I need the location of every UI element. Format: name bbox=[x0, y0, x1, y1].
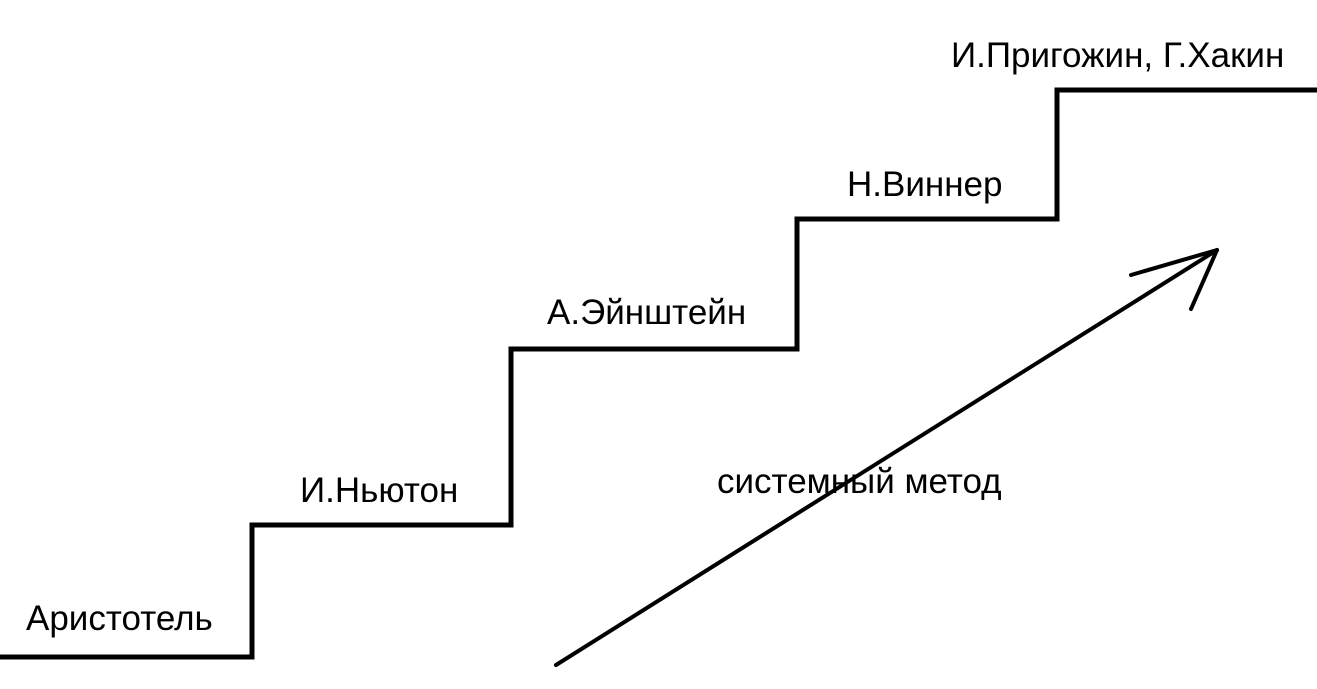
step-label-newton: И.Ньютон bbox=[300, 471, 458, 510]
arrow-shaft bbox=[554, 248, 1219, 667]
arrow-head-lower bbox=[1189, 248, 1219, 311]
step-label-wiener: Н.Виннер bbox=[847, 165, 1002, 204]
step-label-prigogine-haken: И.Пригожин, Г.Хакин bbox=[951, 36, 1284, 75]
step-label-aristotle: Аристотель bbox=[26, 599, 213, 638]
staircase-line bbox=[0, 87, 1317, 660]
arrow-head-upper bbox=[1129, 248, 1219, 277]
progress-arrow bbox=[554, 248, 1219, 667]
arrow-label-systemic-method: системный метод bbox=[717, 462, 1002, 501]
step-label-einstein: А.Эйнштейн bbox=[547, 293, 746, 332]
